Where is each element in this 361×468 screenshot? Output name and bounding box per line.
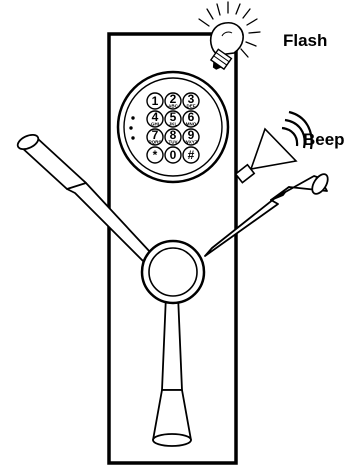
keypad-key-letters: TUV <box>169 140 178 145</box>
keypad-key-label: # <box>188 148 195 162</box>
keypad-key[interactable]: 0 <box>164 146 182 164</box>
keypad-key-label: 7 <box>152 128 159 142</box>
keypad-key-label: 6 <box>188 110 195 124</box>
keypad-key-label: 3 <box>188 92 195 106</box>
keypad-key-letters: DEF <box>187 104 196 109</box>
keypad-key-label: * <box>153 148 158 162</box>
beep-label: Beep <box>303 130 345 149</box>
keypad-key-letters: GHI <box>151 122 159 127</box>
keypad-key-label: 2 <box>170 92 177 106</box>
handle-right-spoke <box>204 173 329 257</box>
keypad-key-letters: WXYZ <box>185 140 198 145</box>
flash-label: Flash <box>283 31 327 50</box>
keypad-key[interactable]: 1 <box>146 92 164 110</box>
keypad-key-label: 8 <box>170 128 177 142</box>
keypad-key-label: 4 <box>152 110 159 124</box>
handle-hub <box>140 239 206 305</box>
keypad-key-letters: ABC <box>168 104 178 109</box>
handle-bottom-spoke <box>152 294 192 447</box>
keypad-key-label: 5 <box>170 110 177 124</box>
light-bulb-icon <box>198 1 261 71</box>
keypad-key-label: 9 <box>188 128 195 142</box>
keypad-key[interactable]: # <box>182 146 200 164</box>
keypad-key-letters: MNO <box>186 122 197 127</box>
keypad-key-label: 0 <box>170 148 177 162</box>
speaker-icon <box>234 110 313 184</box>
keypad-key-label: 1 <box>152 94 159 108</box>
keypad-key[interactable]: * <box>146 146 164 164</box>
keypad-key-letters: JKL <box>169 122 178 127</box>
keypad-key-letters: PQRS <box>149 140 162 145</box>
